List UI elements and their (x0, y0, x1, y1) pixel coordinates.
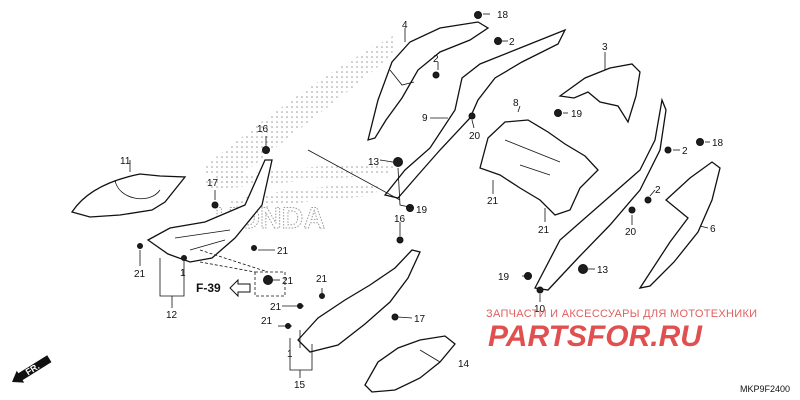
callout-3: 3 (602, 42, 608, 53)
callout-21-far-left: 21 (134, 269, 146, 280)
f39-reference-label: F-39 (196, 281, 221, 295)
honda-wing-watermark: HONDA (200, 35, 395, 236)
callout-17-right: 17 (414, 314, 426, 325)
callout-21-f39: 21 (282, 276, 294, 287)
callout-21-mid: 21 (487, 196, 499, 207)
callout-1-left: 1 (180, 268, 186, 279)
callout-19-bottom: 19 (498, 272, 510, 283)
part-11[interactable] (70, 173, 187, 218)
part-8[interactable] (479, 119, 599, 216)
callout-13-left: 13 (368, 157, 380, 168)
callout-13-right: 13 (597, 265, 609, 276)
callout-1-bottom: 1 (287, 349, 293, 360)
callout-16-top: 16 (257, 124, 269, 135)
part-10[interactable] (534, 97, 667, 291)
watermark-tagline: ЗАПЧАСТИ И АКСЕССУАРЫ ДЛЯ МОТОТЕХНИКИ (486, 308, 757, 320)
watermark-logo: PARTSFOR.RU (488, 320, 703, 353)
callout-21-upper: 21 (277, 246, 289, 257)
part-14[interactable] (364, 335, 456, 393)
part-6[interactable] (638, 161, 721, 289)
callout-4: 4 (402, 20, 408, 31)
callout-2-lower: 2 (655, 185, 661, 196)
part-4[interactable] (367, 21, 490, 141)
front-direction-arrow: FR. (12, 355, 52, 383)
diagram-code: MKP9F2400 (740, 384, 790, 394)
callout-21-center: 21 (538, 225, 550, 236)
callout-2-mid: 2 (433, 54, 439, 65)
callout-21-lower: 21 (270, 302, 282, 313)
callout-14: 14 (458, 359, 470, 370)
callout-2-right: 2 (682, 146, 688, 157)
part-12[interactable] (146, 159, 273, 263)
f39-detail-box (254, 271, 286, 297)
part-15[interactable] (297, 249, 421, 353)
callout-16-mid: 16 (394, 214, 406, 225)
callout-9: 9 (422, 113, 428, 124)
callout-2-top: 2 (509, 37, 515, 48)
part-9[interactable] (383, 28, 567, 199)
callout-20-left: 20 (469, 131, 481, 142)
callout-19-left: 19 (416, 205, 428, 216)
part-3[interactable] (558, 63, 641, 124)
callout-20-right: 20 (625, 227, 637, 238)
callout-19-right: 19 (571, 109, 583, 120)
callout-12: 12 (166, 310, 178, 321)
callout-21-right: 21 (316, 274, 328, 285)
callout-11: 11 (120, 156, 131, 167)
callout-8: 8 (513, 98, 519, 109)
callout-21-bottom: 21 (261, 316, 273, 327)
callout-15: 15 (294, 380, 306, 391)
callout-10: 10 (534, 304, 546, 315)
callout-numbers: 18 2 4 2 3 19 8 20 9 13 19 2 18 2 6 20 2… (120, 10, 724, 391)
f39-arrow (229, 278, 251, 298)
callout-6: 6 (710, 224, 716, 235)
callout-18-right: 18 (712, 138, 724, 149)
callout-17-left: 17 (207, 178, 219, 189)
callout-18-top: 18 (497, 10, 509, 21)
leader-lines (129, 13, 710, 378)
